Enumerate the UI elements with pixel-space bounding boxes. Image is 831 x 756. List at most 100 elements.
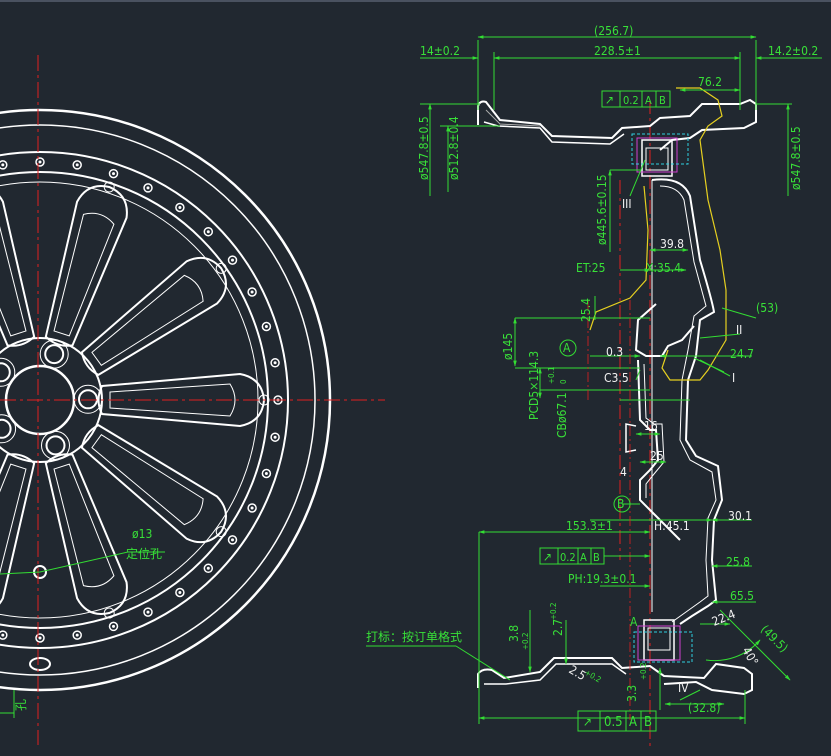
lug-hole [73, 384, 103, 414]
locating-hole-leader [0, 551, 165, 575]
rim-bolt-center [38, 160, 42, 164]
fcf-mid-datum-b: B [593, 551, 600, 564]
bottom-bolt-cyan-box [633, 631, 693, 663]
rim-bolt [270, 432, 280, 442]
edge-label: 孔 [14, 699, 28, 711]
lug-hole [0, 357, 16, 387]
fcf-top-symbol: ↗ [605, 93, 614, 107]
dim-3-8-tol: +0.2 [521, 633, 530, 650]
rim-bolt-center [146, 610, 150, 614]
rim-top-inner [483, 121, 625, 145]
lug-hole [0, 414, 17, 444]
top-bolt-head [645, 147, 669, 171]
top-bolt-cyan-box [631, 133, 689, 165]
dim-3-3-tol: +0.2 [639, 663, 648, 680]
dim-pcd: PCD5×114.3 [527, 351, 541, 420]
lug-hole [0, 418, 12, 439]
dim-25: 25 [650, 449, 664, 463]
valve-leader [0, 690, 15, 714]
rim-bolt-center [264, 472, 268, 475]
fcf-bottom-datum-b: B [644, 715, 652, 730]
rim-bottom-profile [477, 657, 753, 696]
datum-a-label: A [563, 341, 571, 355]
fcf-mid-datum-a: A [580, 551, 587, 564]
fcf-top: ↗ 0.2 A B [601, 90, 671, 108]
fcf-bottom: ↗ 0.5 A B [577, 710, 657, 732]
dim-left-flange: 14±0.2 [420, 44, 460, 58]
dim-25-4: 25.4 [579, 298, 593, 322]
rim-bolt [35, 157, 45, 167]
lug-hole [0, 362, 11, 383]
fcf-bottom-datum-a: A [629, 715, 637, 730]
section-label-iii: III [622, 197, 632, 211]
lug-hole [39, 339, 69, 369]
dim-32-8: (32.8) [688, 701, 720, 715]
dim-flange-dia-left: ø547.8±0.5 [417, 116, 431, 180]
dim-24-7: 24.7 [730, 347, 754, 361]
dim-center-bore: ø145 [501, 333, 515, 360]
lug-hole [78, 389, 98, 410]
rim-bolt [143, 183, 153, 193]
dim-cb-tol-lower: 0 [559, 379, 568, 384]
rim-bolt [203, 226, 214, 237]
section-label-i: I [732, 371, 735, 385]
dim-inner-width: 228.5±1 [594, 44, 641, 58]
rim-bolt-center [75, 633, 79, 637]
bolt-ring-outer [0, 151, 289, 649]
lug-holes [0, 339, 103, 460]
dim-et: ET:25 [576, 261, 605, 275]
rim-bolt [143, 607, 153, 617]
fcf-top-datum-b: B [659, 94, 666, 107]
fcf-mid: ↗ 0.2 A B [539, 547, 651, 565]
rim-top-hatch [485, 109, 541, 127]
rim-bolt-center [112, 172, 115, 176]
bottom-bolt-head [647, 627, 671, 651]
rim-bolt [0, 160, 8, 170]
rim-bolt [72, 160, 82, 170]
rim-bolt [108, 168, 119, 179]
dimension-lines [420, 35, 822, 720]
rim-bolt-center [178, 591, 182, 594]
dim-16: 16 [644, 419, 658, 433]
locating-hole-label: 定位孔 [126, 546, 162, 561]
dim-ph: PH:19.3±0.1 [568, 572, 637, 586]
dim-cb-tol-upper: +0.1 [547, 367, 556, 384]
dim-4: 4 [620, 465, 627, 479]
dim-3-3: 3.3 [625, 685, 639, 702]
lug-seat [625, 423, 637, 453]
dim-25-8: 25.8 [726, 555, 750, 569]
dim-2-7-tol: +0.2 [549, 603, 558, 620]
rim-bolt [108, 621, 119, 632]
rim-bottom-inner [484, 663, 627, 685]
wheel-section-view: A B A ↗ 0.2 A B ↗ 0.2 A B [366, 24, 822, 750]
rim-bolt [247, 287, 257, 297]
dim-0-3: 0.3 [606, 345, 623, 359]
dim-39-8: 39.8 [660, 237, 684, 251]
rim-bolt-center [112, 624, 115, 628]
rim-bolt [261, 468, 272, 479]
valve-hole [29, 657, 51, 671]
dim-flange-dia-right: ø547.8±0.5 [789, 126, 803, 190]
locating-hole-dimension: ø13 [132, 527, 152, 541]
dim-x: X:35.4 [646, 261, 681, 275]
rim-bolt [247, 503, 257, 513]
spoke [0, 173, 48, 354]
dim-right-flange: 14.2±0.2 [768, 44, 818, 58]
dim-offset-76: 76.2 [698, 75, 722, 89]
rim-bolt-center [206, 566, 210, 570]
spoke [32, 173, 137, 354]
disc-inner-profile [659, 185, 717, 623]
dim-2-5-tol: +0.2 [583, 668, 603, 685]
rim-bolt-center [1, 163, 5, 167]
dim-153: 153.3±1 [566, 519, 613, 533]
rim-bolt [227, 255, 238, 265]
dim-3-8: 3.8 [507, 625, 521, 642]
dim-overall-width: (256.7) [594, 24, 633, 38]
rim-bolt-center [146, 186, 150, 190]
lug-hole [44, 344, 65, 365]
rim-bolt-center [250, 290, 254, 294]
dim-cb: CBø67.1 [555, 392, 569, 438]
fcf-top-datum-a: A [645, 94, 652, 107]
rim-bolt-center [206, 230, 210, 234]
